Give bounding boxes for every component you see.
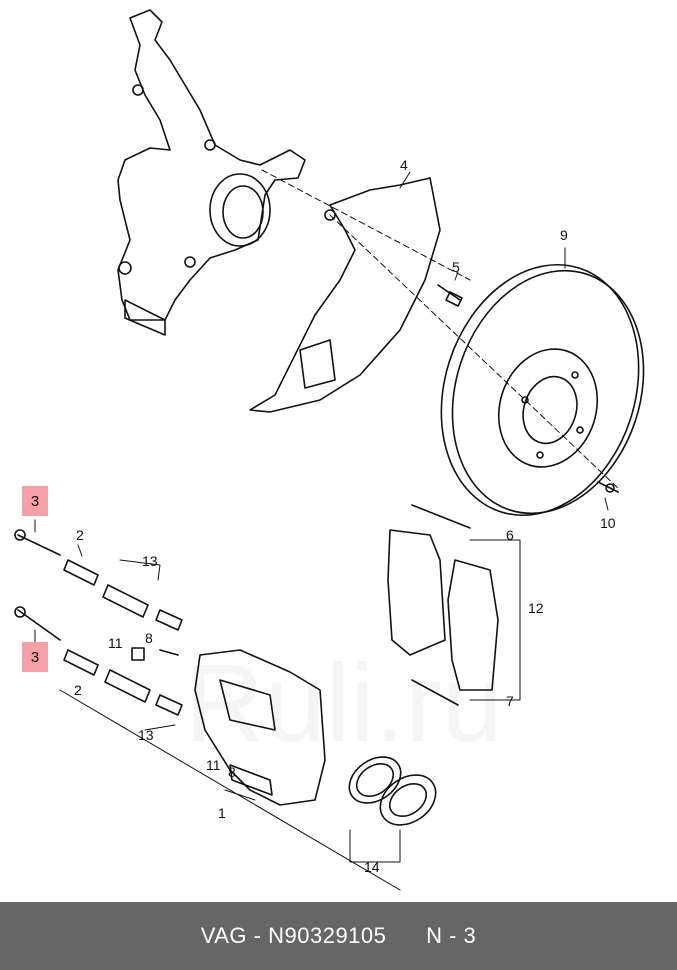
- footer-brand: VAG: [200, 923, 248, 948]
- label-5: 5: [452, 259, 460, 275]
- bushes: [63, 559, 99, 676]
- label-9: 9: [560, 227, 568, 243]
- brake-assembly-diagram: 1 2 2 4 5 6 7 8 8 9 10 11 11 12 13 13 14: [14, 9, 645, 891]
- highlight-label-3-top: 3: [22, 486, 48, 516]
- screw-10: [597, 481, 619, 493]
- footer-part-number: N90329105: [268, 923, 387, 948]
- bleeder-valve: [131, 647, 179, 661]
- label-2-top: 2: [76, 527, 84, 543]
- bolt-5: [437, 284, 463, 307]
- label-7: 7: [506, 693, 514, 709]
- part-footer: VAG - N90329105 N - 3: [0, 902, 677, 970]
- watermark: Ruli.ru: [185, 642, 503, 765]
- guide-sleeves: [102, 584, 183, 716]
- splash-shield: [249, 177, 441, 413]
- label-6: 6: [506, 527, 514, 543]
- footer-separator: -: [247, 923, 269, 948]
- steering-knuckle: [117, 9, 306, 336]
- highlight-label-3-bottom: 3: [22, 642, 48, 672]
- brake-pads: [387, 504, 499, 706]
- guide-bolts: [14, 529, 61, 641]
- label-10: 10: [600, 515, 616, 531]
- label-13-upper: 13: [142, 553, 158, 569]
- label-14: 14: [364, 859, 380, 875]
- label-3-bottom: 3: [30, 648, 40, 666]
- label-11-upper: 11: [108, 635, 123, 651]
- label-1: 1: [218, 805, 226, 821]
- footer-gap: [386, 923, 426, 949]
- brake-disc: [440, 263, 645, 517]
- label-8-lower: 8: [228, 764, 236, 780]
- label-11-lower: 11: [206, 757, 221, 773]
- label-13-lower: 13: [138, 727, 154, 743]
- label-2-bottom: 2: [74, 682, 82, 698]
- seal-kit: [348, 756, 437, 826]
- label-8-upper: 8: [145, 630, 153, 646]
- label-3-top: 3: [30, 492, 40, 510]
- brake-caliper: [194, 649, 326, 806]
- footer-position: N - 3: [426, 923, 477, 948]
- label-4: 4: [400, 157, 408, 173]
- label-12: 12: [528, 600, 544, 616]
